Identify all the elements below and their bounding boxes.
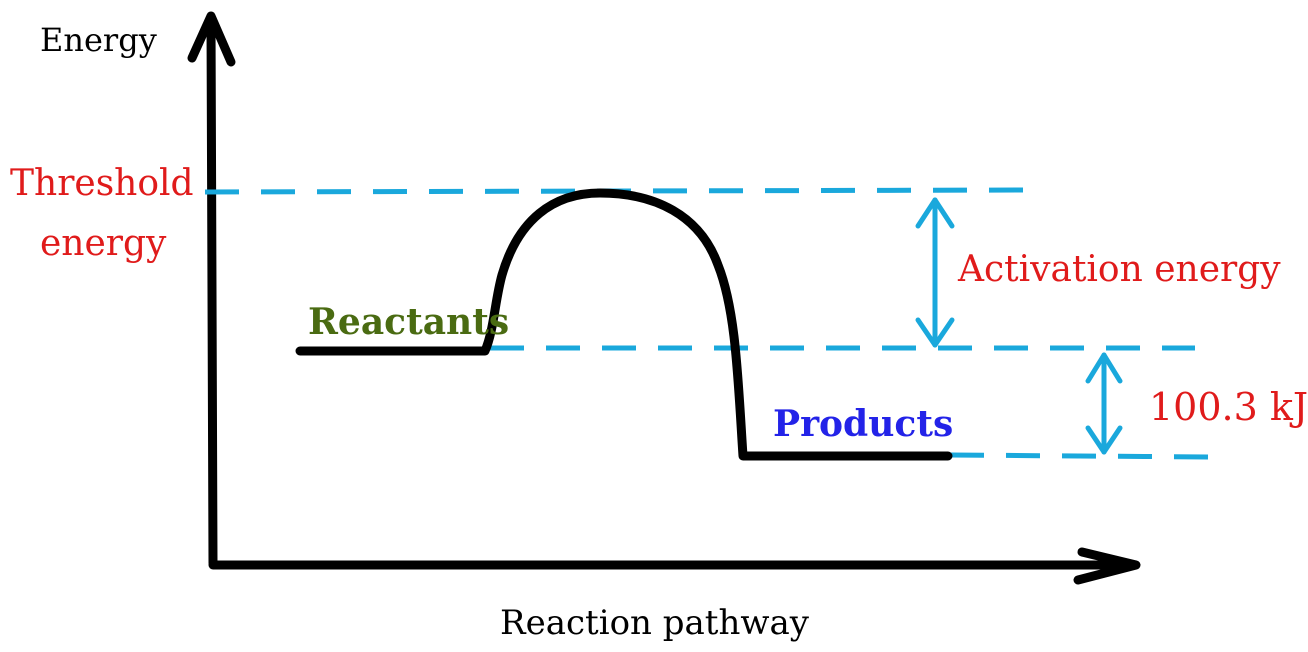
products-label: Products: [773, 403, 954, 445]
x-axis: [208, 547, 1141, 585]
threshold-energy-label-line2: energy: [40, 223, 167, 264]
threshold-energy-label-line1: Threshold: [10, 163, 194, 204]
y-axis-arrowhead: [187, 11, 236, 67]
y-axis: [187, 11, 236, 568]
activation-energy-label: Activation energy: [958, 249, 1281, 290]
activation-energy-arrow: [915, 197, 955, 348]
x-axis-label: Reaction pathway: [500, 603, 809, 643]
reactants-label: Reactants: [308, 301, 510, 343]
reaction-curve: [295, 188, 953, 461]
enthalpy-change-label: 100.3 kJ: [1149, 385, 1308, 429]
enthalpy-change-arrow: [1085, 352, 1123, 455]
x-axis-arrowhead: [1073, 547, 1141, 585]
y-axis-label: Energy: [40, 21, 157, 59]
product-level-line: [949, 452, 1211, 460]
